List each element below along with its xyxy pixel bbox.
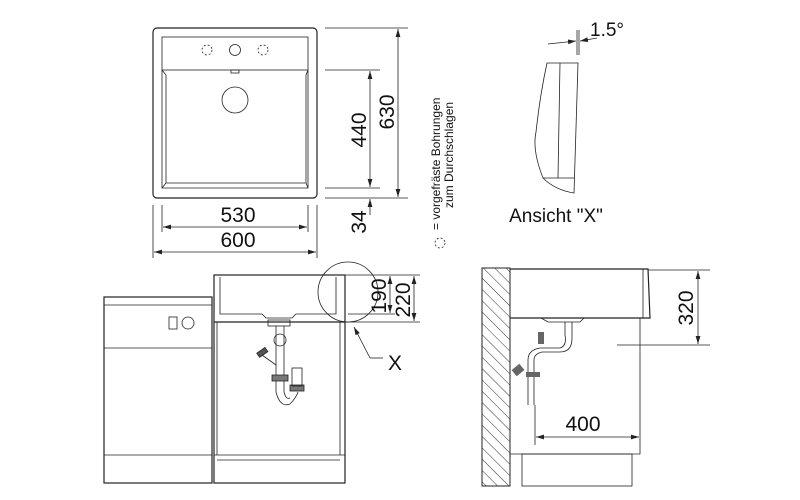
front-view: X 190 220 xyxy=(103,261,420,484)
pre-drilled-hole-legend-icon xyxy=(434,237,446,249)
dishwasher xyxy=(103,296,213,484)
sink-outline xyxy=(152,27,318,199)
legend-line-1: = vorgefräste Bohrungen xyxy=(429,98,443,230)
top-view: 530 600 440 630 34 = vorgefräste Bohrung… xyxy=(152,27,456,258)
legend-line-2: zum Durchschlagen xyxy=(442,102,456,208)
dim-label-440: 440 xyxy=(348,112,371,147)
dim-label-400: 400 xyxy=(565,413,600,436)
tap-hole-icon xyxy=(229,44,241,56)
drain-icon xyxy=(221,86,249,114)
dishwasher-knob-icon xyxy=(181,316,195,330)
side-siphon-icon xyxy=(527,322,573,405)
rim-profile xyxy=(534,62,579,194)
dim-label-600: 600 xyxy=(220,229,255,252)
siphon-icon xyxy=(256,319,305,406)
overflow-icon xyxy=(230,69,240,74)
detail-marker-x: X xyxy=(388,352,402,375)
sink-side-section xyxy=(510,268,651,319)
side-view: 320 400 xyxy=(481,267,710,487)
tap-deck xyxy=(161,36,309,71)
pre-drilled-hole-icon xyxy=(257,44,269,56)
detail-view-title: Ansicht "X" xyxy=(509,206,603,227)
dim-label-220: 220 xyxy=(392,282,415,317)
dim-label-34: 34 xyxy=(348,210,371,234)
wall xyxy=(481,267,511,487)
dim-label-320: 320 xyxy=(675,290,698,325)
basin-outline xyxy=(161,69,309,189)
angle-label: 1.5° xyxy=(590,20,624,41)
dishwasher-button-icon xyxy=(168,316,178,330)
dim-label-190: 190 xyxy=(368,278,391,313)
dim-label-530: 530 xyxy=(220,204,255,227)
pre-drilled-hole-icon xyxy=(201,44,213,56)
sink-cabinet xyxy=(213,274,346,484)
dim-label-630: 630 xyxy=(376,94,399,129)
plinth xyxy=(521,453,633,487)
basin-section xyxy=(219,277,337,319)
detail-view-x: 1.5° Ansicht "X" xyxy=(509,20,624,227)
